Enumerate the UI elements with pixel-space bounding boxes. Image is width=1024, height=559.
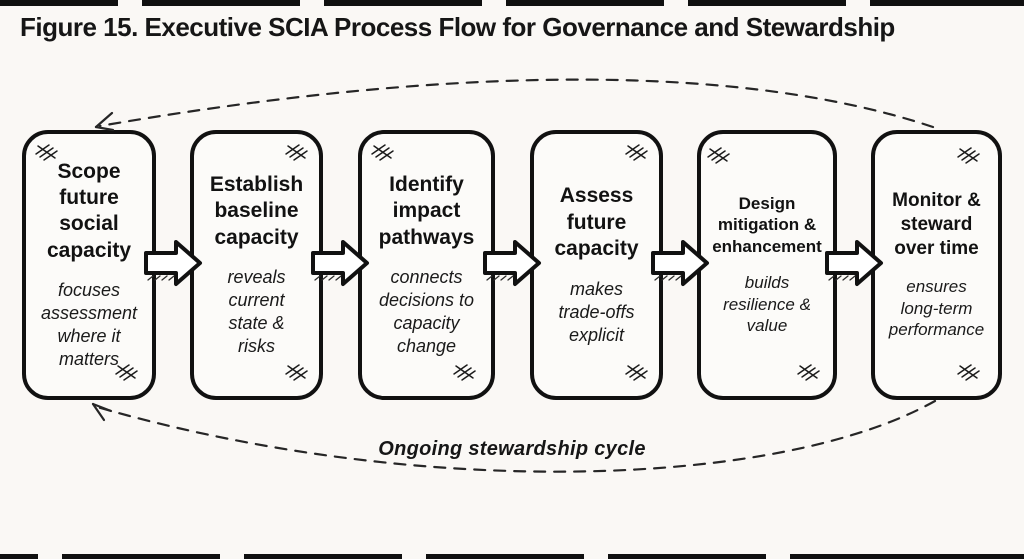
cycle-label: Ongoing stewardship cycle bbox=[378, 438, 646, 460]
step-box-establish-baseline-capacity: Establish baseline capacity reveals curr… bbox=[190, 130, 323, 400]
cycle-bottom-curve bbox=[95, 399, 937, 473]
step-heading: Scope future social capacity bbox=[46, 159, 132, 262]
step-box-assess-future-capacity: Assess future capacity makes trade-offs … bbox=[530, 130, 663, 400]
cycle-bottom-arrowhead-icon bbox=[91, 402, 113, 422]
step-subtitle: focuses assessment where it matters bbox=[40, 280, 138, 370]
step-heading: Establish baseline capacity bbox=[209, 172, 304, 249]
step-heading: Design mitigation & enhancement bbox=[712, 193, 822, 256]
step-subtitle: ensures long-term performance bbox=[888, 276, 985, 340]
step-subtitle: reveals current state & risks bbox=[227, 267, 286, 357]
step-box-scope-future-social-capacity: Scope future social capacity focuses ass… bbox=[22, 130, 156, 400]
step-box-identify-impact-pathways: Identify impact pathways connects decisi… bbox=[358, 130, 495, 400]
cycle-top-curve bbox=[98, 78, 935, 129]
figure-title: Figure 15. Executive SCIA Process Flow f… bbox=[20, 12, 895, 42]
cycle-top-arrowhead-icon bbox=[94, 111, 115, 132]
step-heading: Monitor & steward over time bbox=[892, 189, 981, 259]
step-heading: Identify impact pathways bbox=[378, 172, 475, 249]
step-subtitle: makes trade-offs explicit bbox=[558, 278, 635, 345]
step-heading: Assess future capacity bbox=[554, 184, 639, 261]
step-box-design-mitigation-enhancement: Design mitigation & enhancement builds r… bbox=[697, 130, 837, 400]
step-subtitle: builds resilience & value bbox=[723, 272, 811, 336]
step-subtitle: connects decisions to capacity change bbox=[378, 267, 475, 357]
step-box-monitor-steward-over-time: Monitor & steward over time ensures long… bbox=[871, 130, 1002, 400]
top-edge-strip bbox=[0, 0, 1024, 6]
bottom-edge-strip bbox=[0, 554, 1024, 559]
